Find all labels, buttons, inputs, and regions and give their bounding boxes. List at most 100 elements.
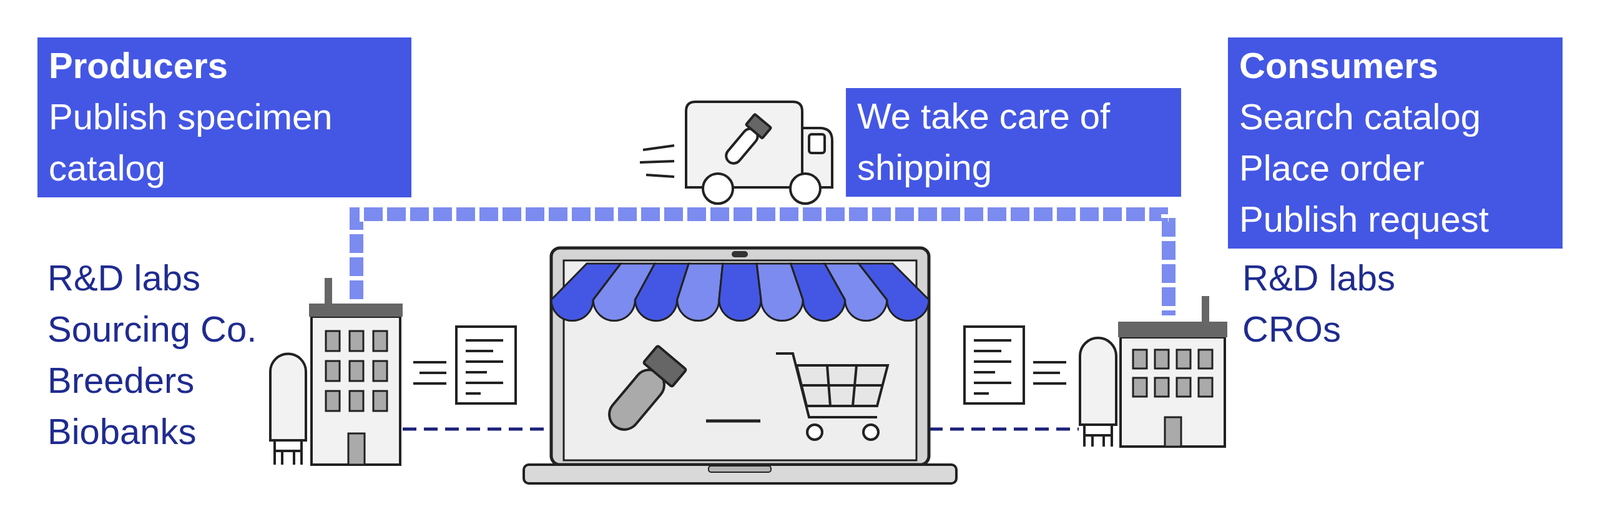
dashed-link <box>402 427 552 431</box>
box-heading: Producers <box>48 39 401 92</box>
info-box: ConsumersSearch catalogPlace orderPublis… <box>1227 37 1563 249</box>
group-label: Breeders <box>47 354 195 406</box>
laptop-storefront <box>863 424 879 440</box>
document-icon <box>465 370 487 374</box>
document-icon <box>465 392 481 395</box>
group-label: R&D labs <box>1242 252 1396 304</box>
delivery-truck <box>639 161 675 163</box>
delivery-truck <box>746 114 771 139</box>
producer-building <box>349 330 364 351</box>
producer-building <box>373 390 388 411</box>
info-box: We take care of shipping <box>845 88 1182 197</box>
laptop-storefront <box>523 247 957 484</box>
document-icon <box>973 349 1002 353</box>
document-icon <box>465 360 504 363</box>
delivery-truck <box>686 101 803 188</box>
producer-building <box>325 360 340 381</box>
box-text: Publish specimen catalog <box>48 91 401 194</box>
producer-building <box>349 390 364 411</box>
producer-building <box>325 330 340 351</box>
producer-building <box>324 277 333 304</box>
box-heading: Consumers <box>1239 39 1552 92</box>
laptop-storefront <box>523 464 957 484</box>
dashed-link <box>928 427 1079 431</box>
document-icon <box>973 338 1012 342</box>
producer-building <box>373 360 388 381</box>
producer-building <box>348 433 365 465</box>
document-icon <box>413 360 447 364</box>
producer-building <box>309 303 403 317</box>
laptop-storefront <box>858 263 929 321</box>
producer-building <box>325 390 340 411</box>
delivery-truck <box>646 174 675 177</box>
document-icon <box>456 326 516 404</box>
laptop-storefront <box>551 263 929 321</box>
delivery-truck <box>702 173 733 204</box>
laptop-storefront <box>800 383 883 387</box>
laptop-storefront <box>708 465 771 472</box>
producer-building <box>273 440 276 465</box>
box-text: Publish request <box>1239 193 1552 245</box>
consumer-building <box>1164 417 1182 447</box>
consumer-building <box>1118 321 1228 338</box>
box-text: Search catalog <box>1239 91 1552 143</box>
consumer-building <box>1133 349 1147 369</box>
laptop-storefront <box>775 353 888 440</box>
delivery-truck <box>642 145 675 150</box>
producer-building <box>311 316 401 465</box>
document-icon <box>1033 382 1067 385</box>
laptop-storefront <box>706 419 761 423</box>
document-icon <box>973 370 996 374</box>
delivery-truck <box>790 173 821 204</box>
document-icon <box>1033 360 1067 364</box>
laptop-storefront <box>642 345 687 387</box>
document-icon <box>465 349 494 353</box>
consumer-building <box>1079 337 1117 425</box>
consumer-building <box>1154 377 1169 397</box>
group-label: CROs <box>1242 303 1341 355</box>
producer-building <box>274 449 302 452</box>
consumer-building <box>1084 433 1112 437</box>
laptop-storefront <box>775 353 878 418</box>
laptop-storefront <box>551 247 929 465</box>
producer-building <box>373 330 388 351</box>
laptop-storefront <box>563 260 917 461</box>
consumer-building <box>1176 349 1191 369</box>
consumer-building <box>1198 349 1213 369</box>
producer-building <box>349 360 364 381</box>
laptop-storefront <box>600 345 687 438</box>
producer-building <box>300 440 303 465</box>
document-icon <box>419 371 447 374</box>
laptop-storefront <box>677 263 723 321</box>
document-icon <box>973 360 1012 363</box>
consumer-building <box>1133 377 1147 397</box>
document-icon <box>973 381 1012 384</box>
group-label: Biobanks <box>47 405 197 457</box>
document-icon <box>465 381 504 384</box>
consumer-building <box>1079 295 1228 447</box>
info-box: ProducersPublish specimen catalog <box>37 37 412 198</box>
group-label: R&D labs <box>47 252 201 304</box>
laptop-storefront <box>807 424 823 440</box>
laptop-storefront <box>796 365 888 406</box>
laptop-storefront <box>719 263 761 321</box>
document-icon <box>413 382 447 385</box>
group-label: Sourcing Co. <box>47 303 257 355</box>
document-icon <box>973 392 989 395</box>
box-text: We take care of shipping <box>857 90 1170 193</box>
box-text: Place order <box>1239 142 1552 194</box>
consumer-building <box>1198 377 1213 397</box>
delivery-truck <box>639 101 833 204</box>
consumer-building <box>1120 337 1225 447</box>
delivery-truck <box>809 134 825 153</box>
document-icon <box>465 338 504 342</box>
consumer-building <box>1201 295 1210 322</box>
consumer-building <box>1154 349 1169 369</box>
document-icon <box>1033 371 1061 374</box>
producer-building <box>270 353 306 441</box>
laptop-storefront <box>731 250 748 258</box>
delivery-truck <box>720 114 771 169</box>
document-icon <box>964 326 1024 404</box>
